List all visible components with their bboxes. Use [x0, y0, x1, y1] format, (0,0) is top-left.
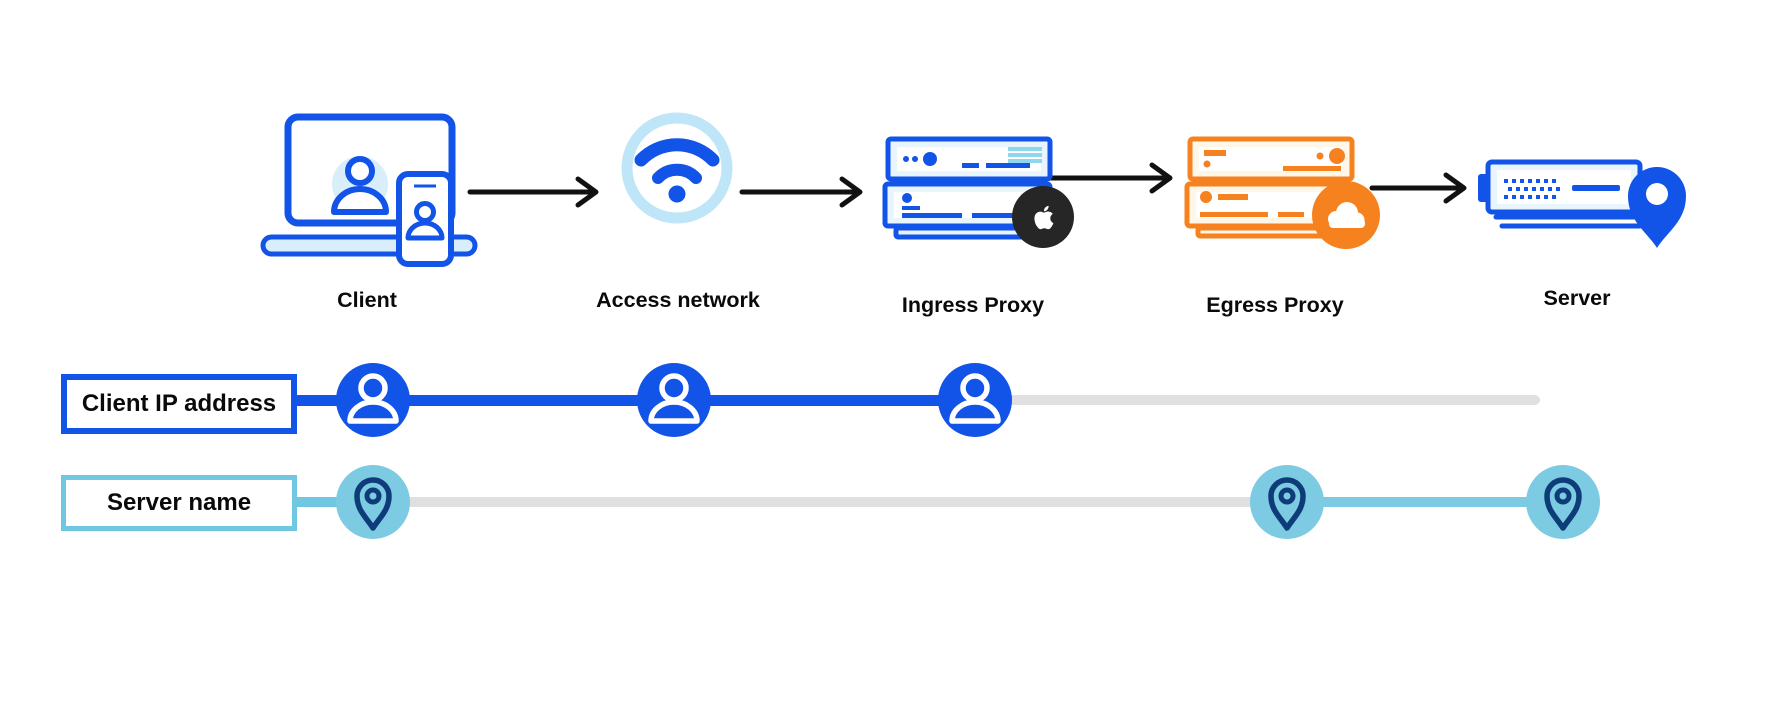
node-label-egress-proxy: Egress Proxy — [1206, 293, 1344, 317]
arrow-icon — [467, 162, 1467, 208]
wifi-icon — [621, 112, 733, 224]
pin-marker-icon — [1526, 465, 1600, 539]
server-name-label-box: Server name — [61, 475, 297, 531]
server-name-inactive-line — [373, 497, 1287, 507]
node-label-ingress-proxy: Ingress Proxy — [901, 293, 1045, 317]
ingress-proxy-server-icon — [882, 136, 1061, 240]
server-name-timeline — [290, 465, 1600, 539]
client-ip-address-label-box: Client IP address — [61, 374, 297, 434]
person-marker-icon — [938, 363, 1012, 437]
person-marker-icon — [336, 363, 410, 437]
server-name-label: Server name — [106, 489, 252, 516]
client-ip-address-label: Client IP address — [81, 390, 277, 417]
node-label-access-network: Access network — [596, 288, 760, 312]
laptop-phone-user-icon — [260, 113, 478, 267]
node-label-server: Server — [1543, 286, 1611, 310]
person-marker-icon — [637, 363, 711, 437]
pin-marker-icon — [1250, 465, 1324, 539]
client-ip-timeline — [290, 363, 1540, 437]
client-ip-active-line — [290, 395, 982, 406]
client-ip-inactive-line — [968, 395, 1540, 405]
cloudflare-logo-badge — [1312, 181, 1380, 249]
server-location-pin-icon — [1478, 159, 1686, 248]
pin-marker-icon — [336, 465, 410, 539]
server-name-active-line — [1287, 497, 1563, 507]
node-label-client: Client — [337, 288, 397, 312]
apple-logo-badge — [1012, 186, 1074, 248]
